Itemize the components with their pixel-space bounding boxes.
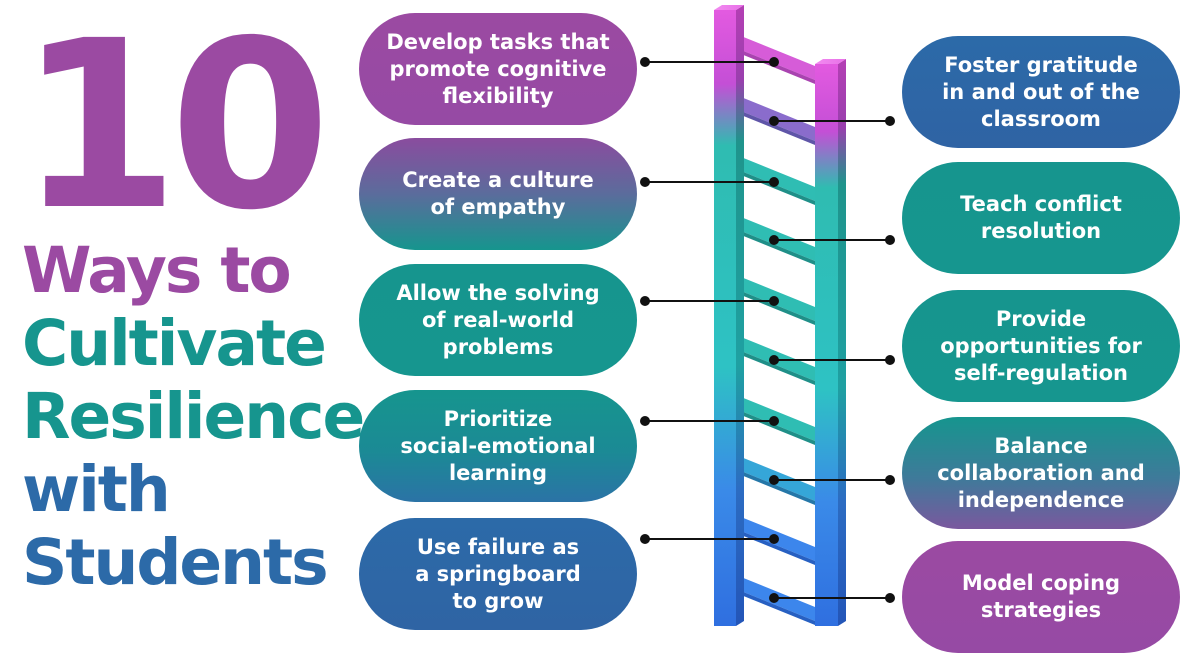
title-line-2: Cultivate (22, 307, 327, 380)
connector-dot-4-1 (640, 416, 650, 426)
ladder-rung-6-edge (736, 349, 815, 385)
connector-dot-1-1 (640, 57, 650, 67)
ladder-rung-3-edge (736, 169, 815, 205)
connector-dot-5-1 (640, 534, 650, 544)
ladder-rung-5-edge (736, 289, 815, 325)
connector-line-1 (645, 61, 774, 63)
connector-dot-4-2 (769, 416, 779, 426)
left-item-4-line-3: learning (448, 460, 548, 485)
left-item-5-line-1: Use failure as (416, 534, 580, 559)
left-item-4-line-2: social-emotional (400, 433, 596, 458)
left-item-4: Prioritize social-emotional learning (359, 390, 637, 502)
ladder-rail-1-side (736, 5, 744, 626)
right-item-4-line-2: collaboration and (937, 460, 1145, 485)
connector-dot-6-1 (769, 116, 779, 126)
left-item-3-line-3: problems (442, 334, 554, 359)
ladder-rail-2-side (838, 59, 846, 626)
left-item-4-line-1: Prioritize (443, 406, 553, 431)
ladder-rung-2-edge (736, 109, 815, 145)
connector-line-8 (774, 359, 890, 361)
left-item-2-line-2: of empathy (430, 195, 566, 219)
left-item-5-line-3: to grow (452, 588, 544, 613)
left-item-1-line-3: flexibility (442, 83, 554, 108)
right-item-3-line-2: opportunities for (940, 333, 1142, 358)
connector-line-9 (774, 479, 890, 481)
left-item-5: Use failure as a springboard to grow (359, 518, 637, 630)
connector-dot-2-2 (769, 177, 779, 187)
ladder-rung-10-edge (736, 589, 815, 625)
connector-dot-6-2 (885, 116, 895, 126)
connector-dot-5-2 (769, 534, 779, 544)
title-line-1: Ways to (22, 234, 292, 307)
connector-dot-10-2 (885, 593, 895, 603)
connector-line-3 (645, 300, 774, 302)
ladder-rung-8-edge (736, 469, 815, 505)
right-item-1-line-2: in and out of the (942, 79, 1140, 104)
connector-dot-1-2 (769, 57, 779, 67)
right-item-3: Provide opportunities for self-regulatio… (902, 290, 1180, 402)
left-item-3-line-1: Allow the solving (396, 280, 600, 305)
ladder-rail-2-front (815, 64, 838, 626)
connector-dot-3-1 (640, 296, 650, 306)
right-item-2-line-1: Teach conflict (960, 192, 1122, 216)
connector-line-2 (645, 181, 774, 183)
connector-dot-2-1 (640, 177, 650, 187)
right-item-3-line-3: self-regulation (954, 360, 1128, 385)
left-item-1-line-1: Develop tasks that (386, 29, 610, 54)
right-item-5-line-2: strategies (980, 598, 1102, 622)
right-item-5-line-1: Model coping (961, 571, 1121, 595)
ladder-rung-7-edge (736, 409, 815, 445)
connector-line-6 (774, 120, 890, 122)
connector-dot-10-1 (769, 593, 779, 603)
right-item-1-line-1: Foster gratitude (944, 52, 1138, 77)
left-item-2: Create a culture of empathy (359, 138, 637, 250)
title-block: 10 Ways to Cultivate Resilience with Stu… (18, 10, 365, 599)
ladder-graphic (714, 5, 846, 626)
connector-line-7 (774, 239, 890, 241)
title-line-5: Students (22, 526, 329, 599)
left-item-1: Develop tasks that promote cognitive fle… (359, 13, 637, 125)
connector-dot-8-2 (885, 355, 895, 365)
connector-line-4 (645, 420, 774, 422)
connector-dot-9-1 (769, 475, 779, 485)
right-item-4-line-1: Balance (994, 433, 1088, 458)
ladder-rail-1-front (714, 10, 736, 626)
connector-dot-8-1 (769, 355, 779, 365)
right-item-4: Balance collaboration and independence (902, 417, 1180, 529)
left-item-1-line-2: promote cognitive (389, 56, 607, 81)
ladder-rung-9-edge (736, 529, 815, 565)
left-item-3: Allow the solving of real-world problems (359, 264, 637, 376)
title-line-3: Resilience (22, 380, 365, 453)
left-item-2-line-1: Create a culture (402, 168, 594, 192)
left-item-3-line-2: of real-world (422, 307, 574, 332)
title-line-4: with (22, 453, 171, 526)
right-item-1-line-3: classroom (981, 106, 1101, 131)
connector-line-10 (774, 597, 890, 599)
right-item-2: Teach conflict resolution (902, 162, 1180, 274)
right-item-1: Foster gratitude in and out of the class… (902, 36, 1180, 148)
connector-dot-7-2 (885, 235, 895, 245)
left-item-5-line-2: a springboard (415, 561, 581, 586)
right-item-2-line-2: resolution (980, 219, 1102, 243)
connector-line-5 (645, 538, 774, 540)
connector-dot-7-1 (769, 235, 779, 245)
ladder-rail-1-top (714, 5, 744, 10)
ladder-rail-2-top (815, 59, 846, 64)
right-item-3-line-1: Provide (995, 306, 1087, 331)
title-number: 10 (18, 0, 331, 261)
right-item-4-line-3: independence (957, 487, 1125, 512)
connector-dot-9-2 (885, 475, 895, 485)
ladder-rung-4-edge (736, 229, 815, 265)
right-item-5: Model coping strategies (902, 541, 1180, 653)
connector-dot-3-2 (769, 296, 779, 306)
